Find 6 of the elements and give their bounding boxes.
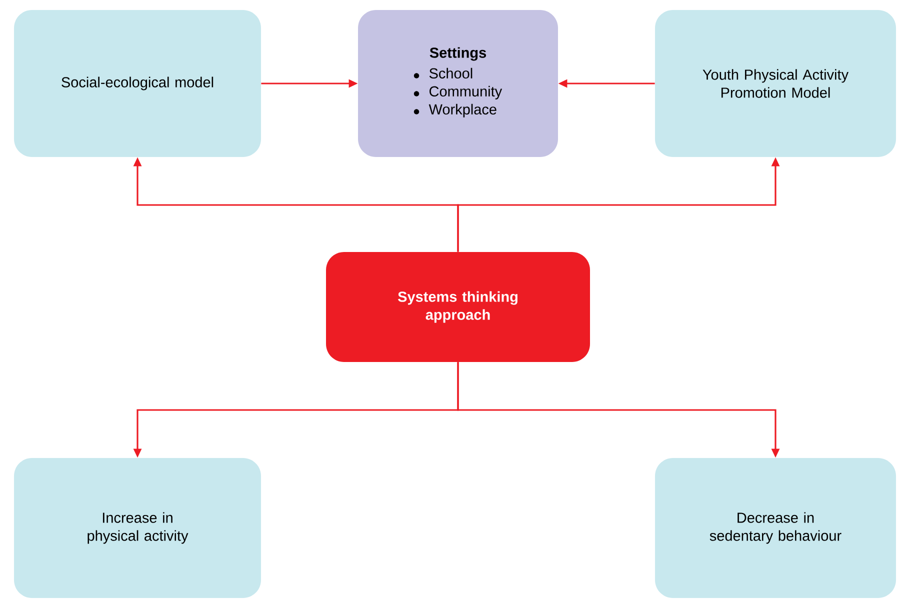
approach-box: Systems thinking approach: [326, 252, 590, 362]
settings-box: Settings School Community Workplace: [358, 10, 558, 157]
outcome-box: Decrease in sedentary behaviour: [655, 458, 896, 598]
outcome-box: Increase in physical activity: [14, 458, 261, 598]
model-box: Youth Physical Activity Promotion Model: [655, 10, 896, 157]
model-box: Social-ecological model: [14, 10, 261, 157]
